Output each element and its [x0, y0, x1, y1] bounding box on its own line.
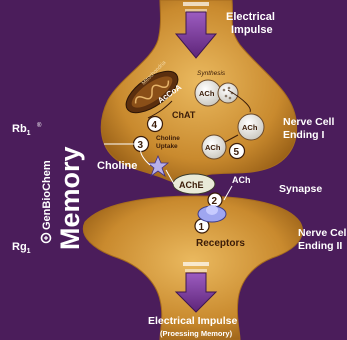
electrical-impulse-top-line1: Electrical: [226, 11, 275, 23]
ach-vesicle-loaded-label: ACh: [242, 123, 258, 132]
step-5: 5: [230, 144, 245, 159]
svg-text:4: 4: [152, 120, 158, 131]
brand-logo-icon: [42, 234, 51, 243]
receptors-label: Receptors: [196, 238, 245, 249]
ach-vesicle-synthesis-2: [218, 83, 238, 103]
ach-label: ACh: [232, 175, 251, 185]
svg-text:3: 3: [138, 140, 144, 151]
brand-memory: Memory: [55, 146, 85, 250]
choline-label: Choline: [97, 160, 137, 172]
choline-uptake-line1: Choline: [156, 135, 180, 142]
chat-label: ChAT: [172, 110, 196, 120]
nerve-ending-1-line2: Ending I: [283, 129, 324, 141]
brand-name: GenBioChem: [41, 160, 53, 230]
step-3: 3: [134, 137, 149, 152]
step-4: 4: [148, 117, 163, 132]
nerve-ending-2-line1: Nerve Cell: [298, 227, 347, 239]
brand-rb: Rb1: [12, 123, 31, 137]
processing-memory-label: (Proessing Memory): [160, 329, 233, 338]
svg-text:1: 1: [199, 222, 205, 233]
nerve-ending-1-line1: Nerve Cell: [283, 116, 334, 128]
brand-rg: Rg1: [12, 241, 31, 255]
choline-uptake-line2: Uptake: [156, 143, 178, 150]
ach-vesicle-release-label: ACh: [205, 143, 221, 152]
ach-vesicle-label: ACh: [199, 89, 215, 98]
nerve-ending-2-line2: Ending II: [298, 240, 342, 252]
svg-text:5: 5: [234, 147, 240, 158]
electrical-impulse-top-line2: Impulse: [231, 24, 273, 36]
ache-label: AChE: [179, 180, 204, 190]
brand-registered: ®: [37, 122, 42, 129]
electrical-impulse-bottom-label: Electrical Impulse: [148, 315, 237, 327]
synapse-label: Synapse: [279, 183, 322, 195]
synthesis-label: Synthesis: [197, 70, 226, 77]
step-2: 2: [208, 193, 222, 207]
